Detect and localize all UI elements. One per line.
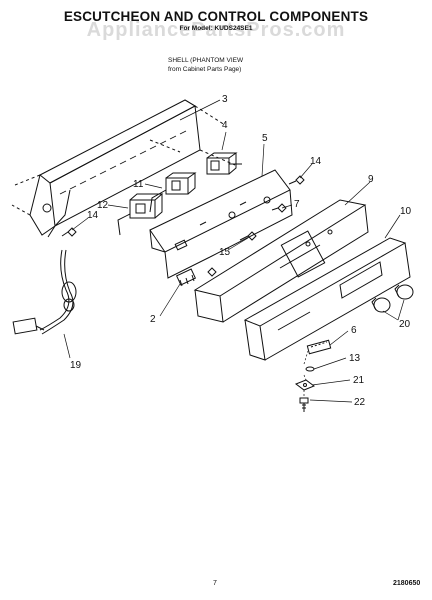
model-subtitle: For Model: KUDS24SE1 bbox=[179, 25, 253, 32]
callout-21: 21 bbox=[353, 375, 365, 386]
part-5-bracket bbox=[149, 169, 293, 279]
part-7-screw bbox=[271, 203, 287, 213]
shell-note-line2: from Cabinet Parts Page) bbox=[168, 66, 242, 73]
shell-note: SHELL (PHANTOM VIEW from Cabinet Parts P… bbox=[168, 56, 243, 74]
callout-14-right: 14 bbox=[310, 156, 322, 167]
diagram-title: ESCUTCHEON AND CONTROL COMPONENTS bbox=[63, 9, 369, 24]
part-2-connector bbox=[175, 268, 197, 287]
callout-12: 12 bbox=[97, 200, 109, 211]
callout-22: 22 bbox=[354, 397, 366, 408]
part-15-screw bbox=[239, 231, 257, 241]
diagram-part-number: 2180650 bbox=[393, 580, 421, 587]
callout-5: 5 bbox=[262, 133, 268, 144]
shell-phantom bbox=[11, 99, 236, 238]
leader-lines bbox=[63, 99, 405, 403]
part-19-harness bbox=[12, 249, 77, 335]
callout-7: 7 bbox=[294, 199, 300, 210]
callout-4: 4 bbox=[222, 120, 228, 131]
part-14-screw-left bbox=[61, 227, 77, 237]
part-15-screw-lower bbox=[207, 267, 217, 277]
part-22-screw bbox=[299, 397, 309, 412]
callout-2: 2 bbox=[150, 314, 156, 325]
callout-11: 11 bbox=[133, 179, 144, 190]
callout-14-left: 14 bbox=[87, 210, 99, 221]
callout-19: 19 bbox=[70, 360, 82, 371]
part-20-knobs bbox=[371, 284, 414, 313]
callout-13: 13 bbox=[349, 353, 361, 364]
callout-labels: 3 4 5 14 9 11 7 10 12 14 15 2 6 20 13 21… bbox=[70, 94, 412, 408]
page-number: 7 bbox=[213, 580, 217, 587]
callout-20: 20 bbox=[399, 319, 411, 330]
callout-10: 10 bbox=[400, 206, 412, 217]
part-11-switch bbox=[149, 172, 197, 213]
part-21-nut bbox=[294, 379, 316, 391]
part-14-screw-right bbox=[288, 175, 305, 185]
callout-6: 6 bbox=[351, 325, 357, 336]
shell-note-line1: SHELL (PHANTOM VIEW bbox=[168, 57, 244, 64]
callout-3: 3 bbox=[222, 94, 228, 105]
part-10-overlay bbox=[243, 237, 411, 361]
part-4-switch bbox=[206, 152, 242, 175]
callout-15: 15 bbox=[219, 247, 231, 258]
part-6-led bbox=[306, 339, 332, 355]
callout-9: 9 bbox=[368, 174, 374, 185]
part-13-clip bbox=[305, 366, 315, 372]
part-9-console bbox=[193, 199, 369, 323]
part-12-switch bbox=[117, 193, 164, 236]
